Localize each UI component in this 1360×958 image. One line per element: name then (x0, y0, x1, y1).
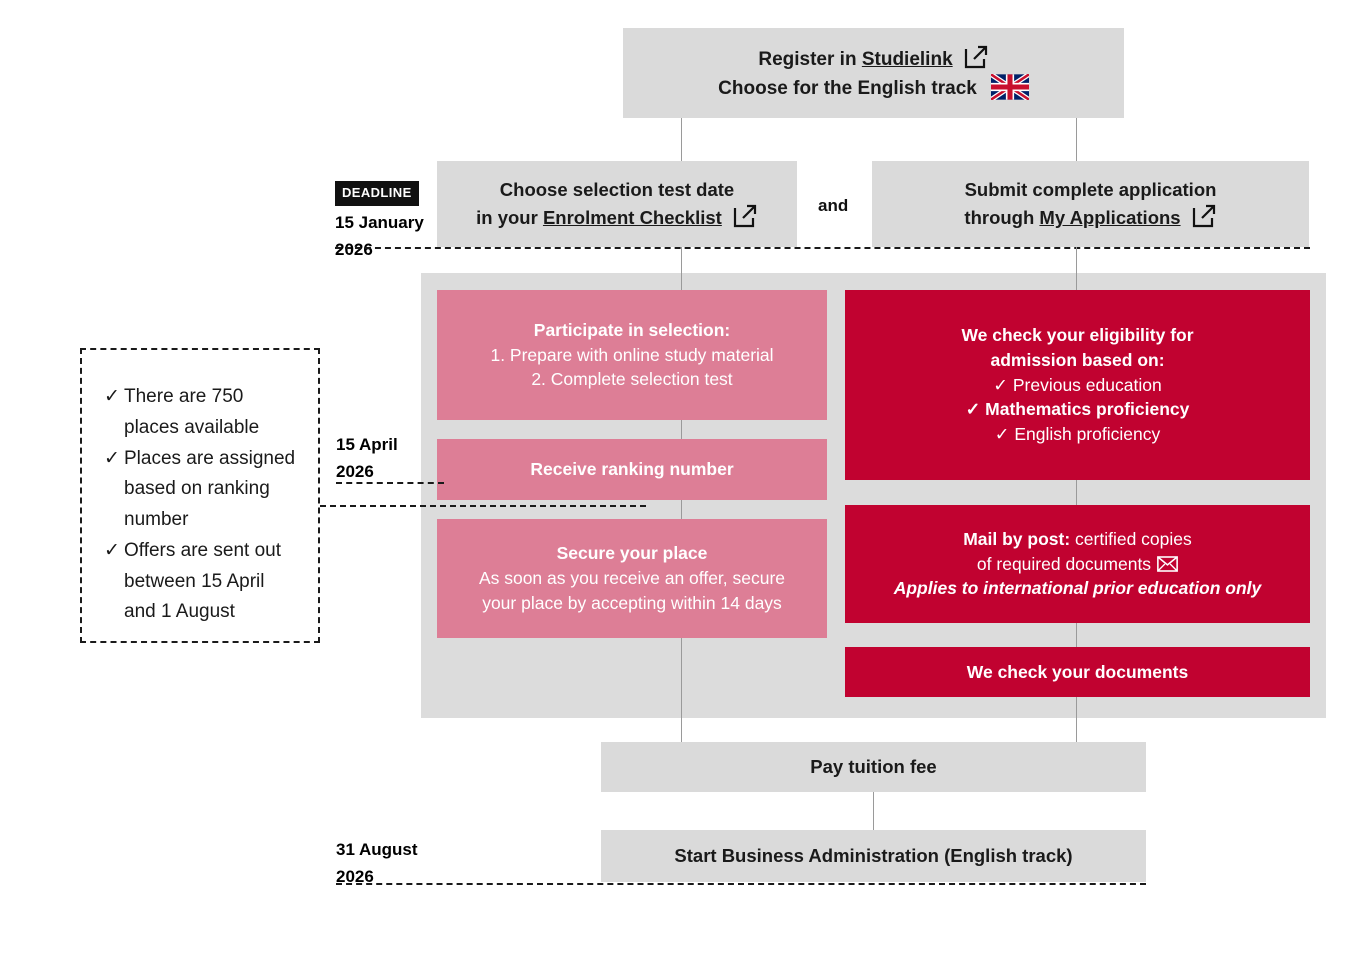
receive-ranking-number-box: Receive ranking number (437, 439, 827, 500)
places-info-item-3: Offers are sent out between 15 April and… (124, 539, 282, 623)
external-link-icon[interactable] (1191, 203, 1217, 229)
participate-step-1: 1. Prepare with online study material (490, 344, 774, 365)
deadline-april-rule (336, 482, 444, 484)
check-icon: ✓ (104, 386, 120, 407)
register-studielink-box: Register in Studielink Choose for the En… (623, 28, 1124, 118)
deadline-january-rule (335, 247, 1310, 249)
external-link-icon[interactable] (963, 44, 989, 70)
eligibility-item-2: ✓ Mathematics proficiency (966, 397, 1190, 422)
deadline-january-year: 2026 (335, 239, 373, 259)
deadline-august-date: 31 August (336, 840, 418, 859)
connector-left-column (681, 247, 682, 293)
check-documents-title: We check your documents (966, 661, 1189, 682)
secure-line-2: your place by accepting within 14 days (482, 592, 782, 613)
mail-by-post-label: Mail by post: (963, 528, 1071, 549)
deadline-april-label: 15 April 2026 (336, 431, 456, 485)
participate-in-selection-box: Participate in selection: 1. Prepare wit… (437, 290, 827, 420)
connector-tuition-to-start (873, 792, 874, 830)
start-programme-title: Start Business Administration (English t… (674, 844, 1073, 866)
submit-application-line-1: Submit complete application (964, 178, 1217, 200)
eligibility-title-line-1: We check your eligibility for (961, 324, 1194, 345)
studielink-link[interactable]: Studielink (861, 48, 953, 70)
connector-panel-to-tuition (681, 718, 682, 742)
envelope-icon (1157, 554, 1178, 574)
pay-tuition-fee-box: Pay tuition fee (601, 742, 1146, 792)
check-documents-box: We check your documents (845, 647, 1310, 697)
pay-tuition-fee-title: Pay tuition fee (810, 755, 937, 777)
secure-title: Secure your place (556, 543, 708, 564)
places-info-item-1: There are 750 places available (124, 386, 260, 438)
choose-selection-test-box: Choose selection test date in your Enrol… (437, 161, 797, 247)
places-info-list: ✓There are 750 places available ✓Places … (104, 382, 300, 628)
register-line-2: Choose for the English track (718, 71, 1031, 103)
check-icon: ✓ (104, 539, 120, 561)
connector-register-to-left (681, 118, 682, 161)
mail-by-post-box: Mail by post: certified copies of requir… (845, 505, 1310, 623)
secure-your-place-box: Secure your place As soon as you receive… (437, 519, 827, 638)
eligibility-check-box: We check your eligibility for admission … (845, 290, 1310, 480)
my-applications-link[interactable]: My Applications (1039, 207, 1181, 228)
register-line-1: Register in Studielink (758, 44, 988, 74)
deadline-august-rule (336, 883, 1146, 885)
mail-by-post-documents-text: of required documents (976, 553, 1152, 574)
deadline-april-date: 15 April (336, 435, 398, 454)
check-icon: ✓ (994, 424, 1010, 445)
check-icon: ✓ (965, 399, 981, 420)
deadline-january-label: DEADLINE 15 January 2026 (335, 178, 455, 263)
check-icon: ✓ (993, 374, 1008, 395)
connector-right-to-tuition (1076, 718, 1077, 742)
deadline-april-year: 2026 (336, 462, 374, 482)
deadline-august-label: 31 August 2026 (336, 836, 476, 890)
english-track-text: Choose for the English track (718, 77, 977, 99)
external-link-icon[interactable] (732, 203, 758, 229)
eligibility-item-3-label: English proficiency (1014, 424, 1161, 445)
deadline-badge: DEADLINE (335, 181, 419, 206)
submit-application-prefix-text: through (964, 207, 1040, 228)
and-conjunction-label: and (818, 196, 849, 215)
eligibility-item-3: ✓ English proficiency (995, 422, 1160, 447)
selection-test-prefix-text: in your (476, 207, 543, 228)
secure-line-1: As soon as you receive an offer, secure (478, 568, 786, 589)
list-item: ✓Places are assigned based on ranking nu… (104, 444, 300, 536)
eligibility-title-line-2: admission based on: (990, 349, 1165, 370)
selection-test-line-1: Choose selection test date (499, 178, 735, 200)
mail-by-post-note: Applies to international prior education… (893, 578, 1262, 599)
deadline-january-date: 15 January (335, 212, 424, 232)
connector-right-column (1076, 247, 1077, 293)
start-programme-box: Start Business Administration (English t… (601, 830, 1146, 882)
list-item: ✓Offers are sent out between 15 April an… (104, 536, 300, 628)
receive-ranking-number-title: Receive ranking number (530, 459, 734, 480)
list-item: ✓There are 750 places available (104, 382, 300, 444)
register-prefix-text: Register in (758, 48, 862, 70)
deadline-august-year: 2026 (336, 867, 374, 887)
info-panel-leader-line (320, 505, 646, 507)
eligibility-item-1: ✓ Previous education (993, 373, 1161, 398)
submit-application-line-2: through My Applications (964, 203, 1216, 231)
connector-register-to-right (1076, 118, 1077, 161)
eligibility-item-1-label: Previous education (1012, 374, 1162, 395)
eligibility-item-2-label: Mathematics proficiency (985, 399, 1190, 420)
submit-application-box: Submit complete application through My A… (872, 161, 1309, 247)
connector-through-panel-right (1076, 273, 1077, 718)
participate-title: Participate in selection: (533, 319, 731, 340)
places-info-item-2: Places are assigned based on ranking num… (124, 447, 296, 531)
mail-by-post-line-1: Mail by post: certified copies (963, 527, 1192, 552)
participate-step-2: 2. Complete selection test (531, 369, 733, 390)
places-info-panel: ✓There are 750 places available ✓Places … (80, 348, 320, 643)
check-icon: ✓ (104, 447, 120, 469)
selection-test-line-2: in your Enrolment Checklist (476, 203, 758, 231)
mail-by-post-rest: certified copies (1070, 528, 1192, 549)
enrolment-checklist-link[interactable]: Enrolment Checklist (542, 207, 722, 228)
uk-flag-icon (989, 71, 1031, 102)
mail-by-post-line-2: of required documents (977, 552, 1178, 577)
